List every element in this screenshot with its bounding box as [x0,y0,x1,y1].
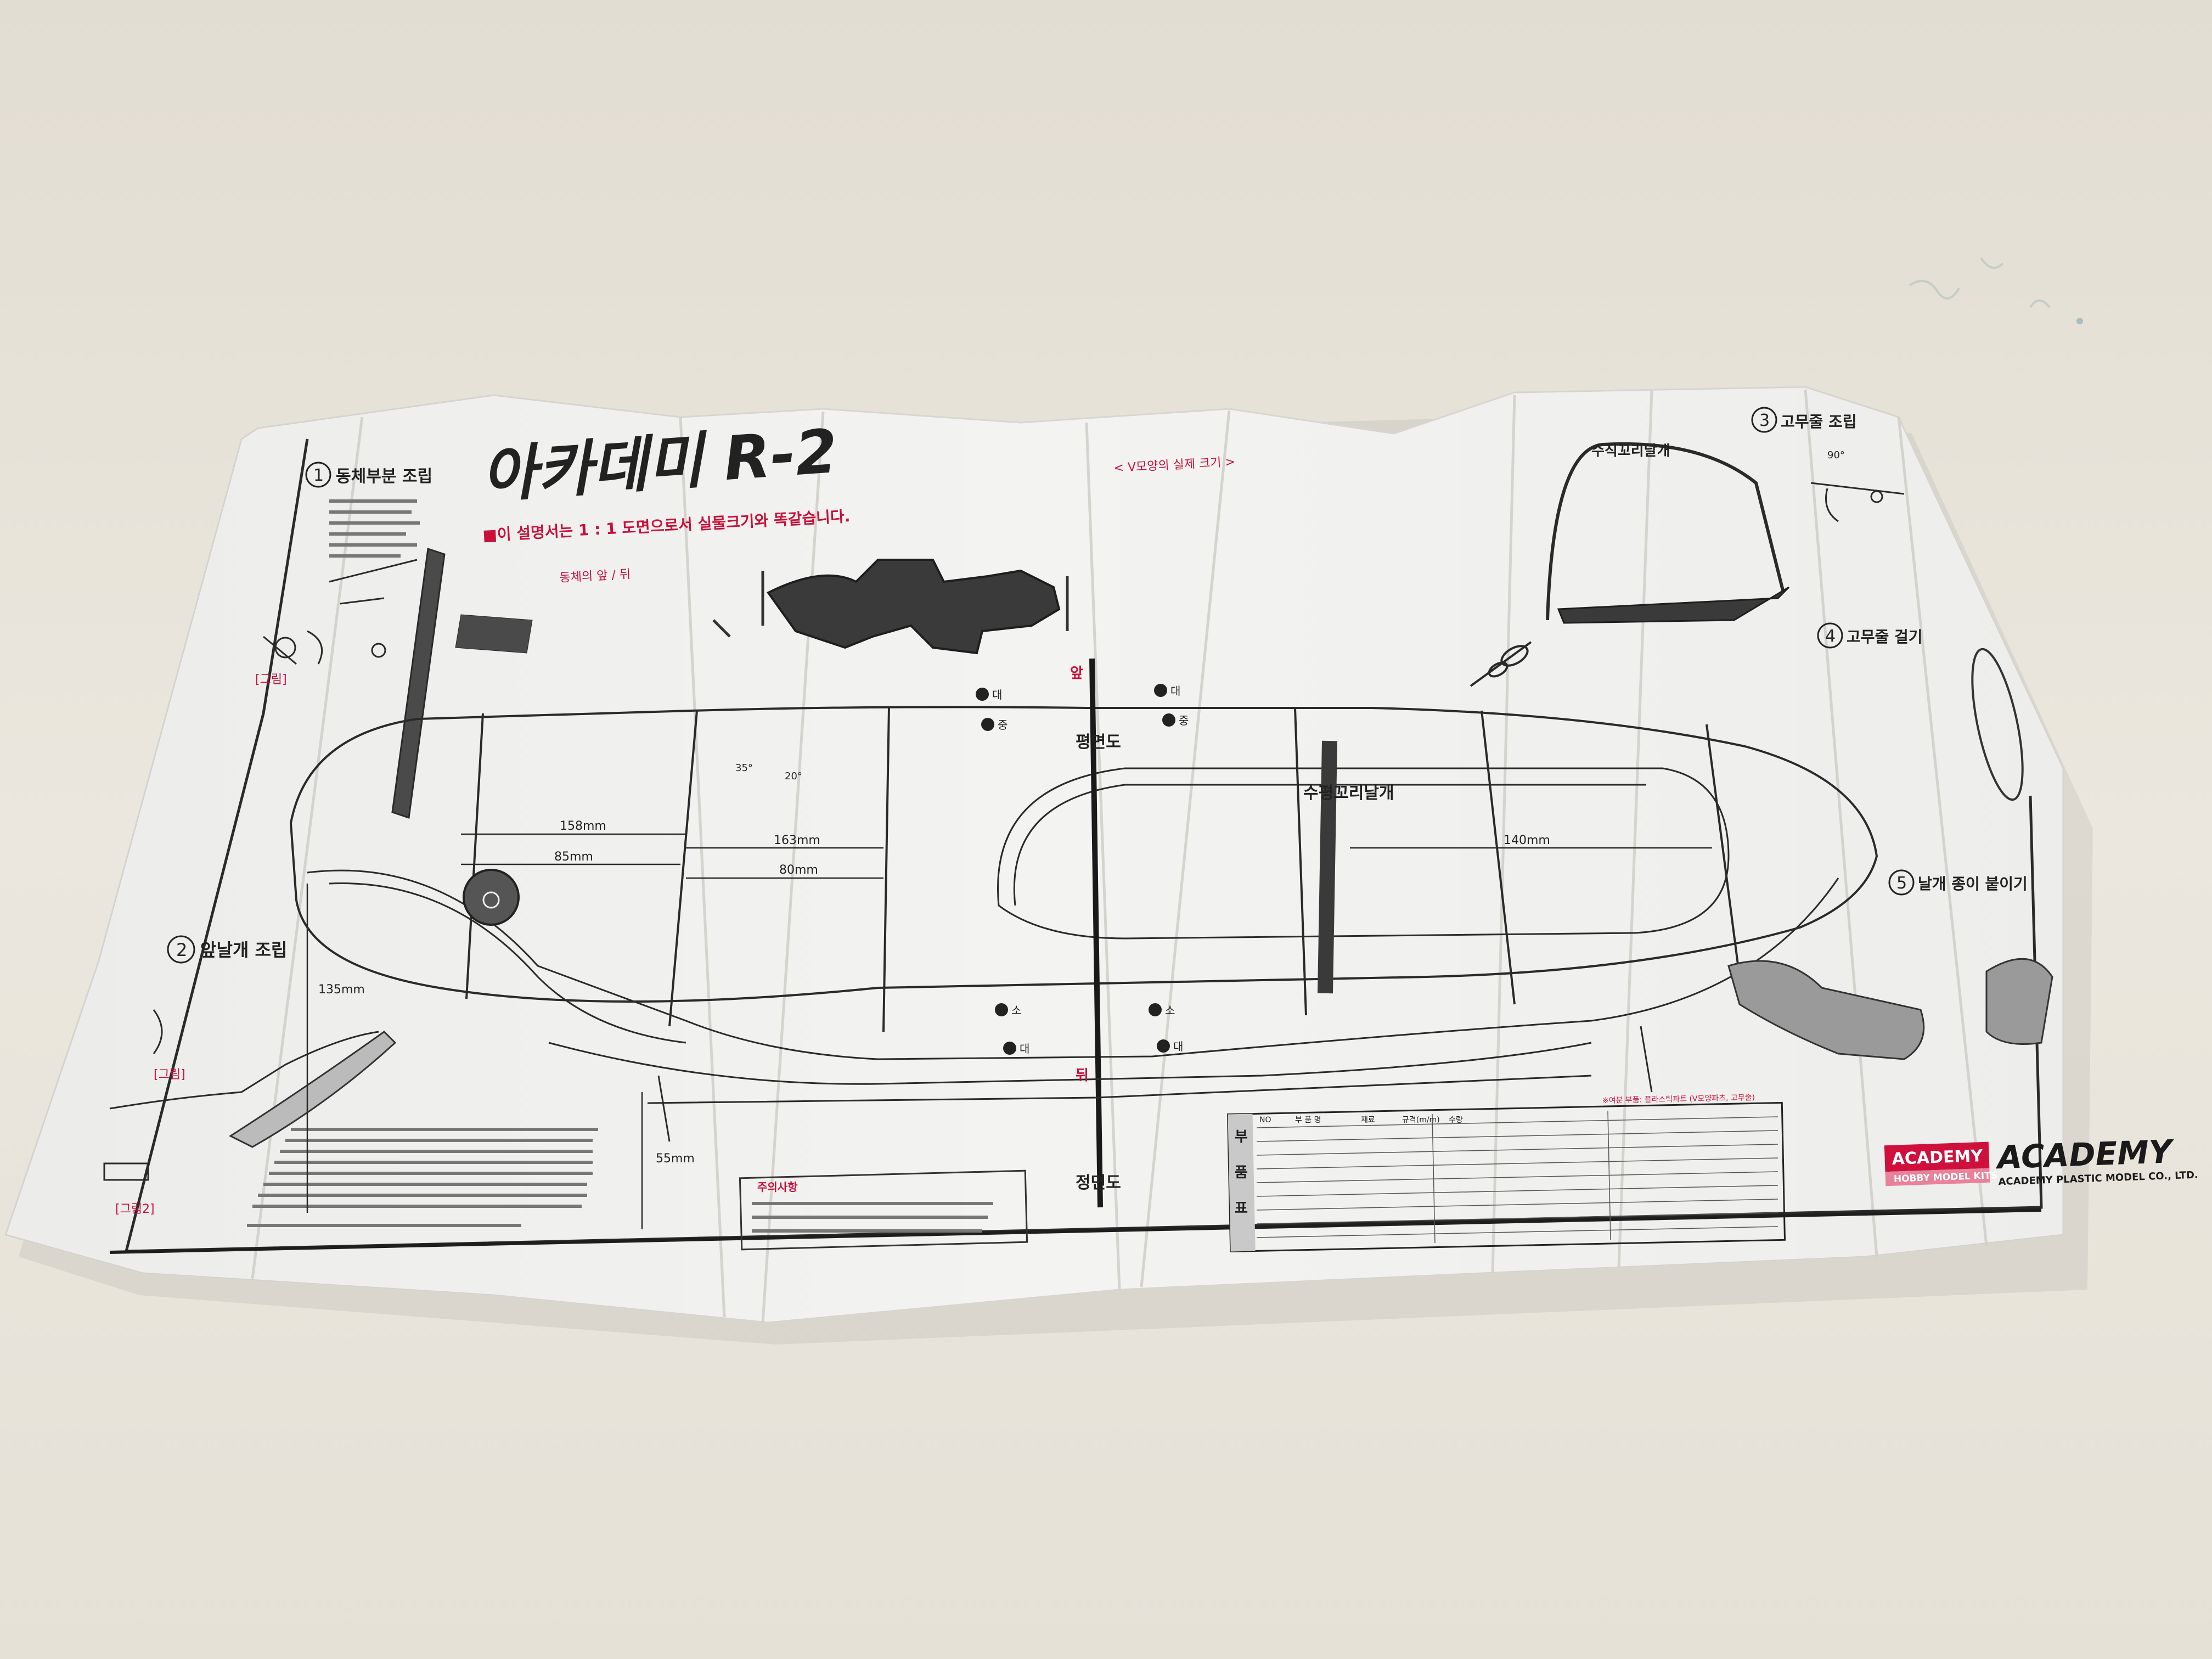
center-axis-line [1089,658,1103,1208]
caution-box: 주의사항 [739,1169,1028,1251]
size-mark-big-2: 대 [1170,684,1180,698]
step-5: 5 날개 종이 붙이기 [1727,869,2053,1060]
angle-35: 35° [735,762,753,774]
parts-table-side-2: 품 [1235,1165,1248,1181]
wing-paper-illustration-2 [1985,958,2053,1045]
brand-badge: ACADEMY HOBBY MODEL KITS [1884,1141,1997,1186]
step-1-number-badge [305,462,331,488]
step-5-title: 날개 종이 붙이기 [1918,875,2028,893]
dim-140: 140mm [1504,834,1550,847]
angle-20: 20° [785,771,802,782]
step-2-number: 2 [176,940,187,960]
step-1-number: 1 [313,466,324,485]
size-markers: 대 대 중 중 소 소 대 대 [976,684,1189,1055]
size-mark-small-1: 소 [1011,1004,1021,1017]
parts-header-material: 재료 [1361,1116,1375,1124]
step-1-title: 동체부분 조립 [336,467,432,486]
dim-55: 55mm [656,1152,695,1166]
dim-85: 85mm [554,850,593,864]
step-2-title: 앞날개 조립 [200,940,287,960]
size-mark-mid-1: 중 [998,718,1007,732]
step-1: 1 동체부분 조립 [그림] [255,462,432,687]
step-5-number-badge [1888,869,1915,896]
side-view-lines [548,1026,1653,1142]
step-2-text-block [247,1128,598,1227]
sheet-fold-shading [5,387,2063,1323]
step-2-number-badge [167,935,195,964]
step-5-number: 5 [1896,874,1907,893]
parts-header-no: NO [1259,1116,1271,1124]
brand-wordmark: ACADEMY ACADEMY PLASTIC MODEL CO., LTD. [1995,1133,2198,1188]
caution-title: 주의사항 [757,1180,798,1194]
parts-table-side-1: 부 [1235,1129,1248,1145]
label-horizontal-tail: 수평꼬리날개 [1303,784,1394,803]
label-front-view: 정면도 [1076,1173,1121,1193]
angle-90: 90° [1827,449,1845,461]
r2-emblem-part [767,559,1061,655]
rubber-band-loop [1971,648,2024,801]
step-1-figure-label: [그림] [255,673,287,687]
dim-163: 163mm [774,834,820,847]
parts-table-side-3: 표 [1235,1200,1248,1217]
step-2-figure-label-b: [그림2] [115,1202,155,1216]
label-front-mark: 앞 [1070,665,1083,682]
size-mark-mid-2: 중 [1179,714,1189,727]
sheet-bottom-rule [109,1208,2042,1254]
vertical-tail-part [1557,586,1790,624]
step-2-illustration [103,1009,379,1181]
fuselage-spine-part [391,548,446,819]
parts-header-spec: 규격(m/m) [1402,1116,1440,1124]
step-1-illustration [263,559,418,665]
emblem-stand-left [712,571,1069,638]
horizontal-tail-part [1317,740,1338,994]
size-mark-big-1: 대 [992,688,1002,701]
dim-80: 80mm [779,863,818,877]
step-4-number-badge [1817,622,1843,649]
parts-table-grid [1256,1111,1778,1244]
vertical-tail-frame [1546,442,1785,621]
step-4-title: 고무줄 걸기 [1847,628,1923,646]
step-3: 3 고무줄 조립 [1751,407,1905,522]
dimension-arrows [306,833,1712,1229]
parts-header-name: 부 품 명 [1295,1116,1321,1124]
label-rear-mark: 뒤 [1076,1067,1089,1084]
parts-table-header: NO 부 품 명 재료 규격(m/m) 수량 [1259,1116,1463,1124]
brand-badge-line1: ACADEMY [1892,1146,1984,1169]
step-4-number: 4 [1825,627,1836,646]
step-3-number: 3 [1759,411,1770,430]
wheel-part [463,869,520,926]
size-mark-small-2: 소 [1165,1004,1175,1017]
rubber-hook-part [1470,641,1532,687]
top-view-drawing [289,706,1878,1060]
size-mark-big-3: 대 [1020,1042,1029,1055]
step-3-illustration [1810,482,1905,522]
instruction-sheet: 아카데미 R-2 ■이 설명서는 1 : 1 도면으로서 실물크기와 똑같습니다… [4,386,2198,1345]
step-1-text-block [329,499,420,558]
fuselage-rear-tab [455,614,533,654]
size-mark-big-4: 대 [1173,1040,1183,1053]
step-4: 4 고무줄 걸기 [1817,622,2024,801]
parts-table: 부 품 표 NO 부 품 명 재료 규격(m/m) 수량 ※여분 부품: 플라스… [1226,1093,1786,1252]
step-3-title: 고무줄 조립 [1781,413,1857,431]
label-vertical-tail: 수직꼬리날개 [1591,443,1670,459]
step-2-figure-label: [그림] [154,1068,185,1082]
parts-table-note: ※여분 부품: 플라스틱파트 (V모양파츠, 고무줄) [1602,1093,1755,1105]
step-3-number-badge [1751,407,1777,433]
brand-wordmark-text: ACADEMY [1995,1133,2175,1176]
wing-paper-illustration-1 [1727,960,1925,1060]
desk-stains [1909,257,2083,324]
front-wing-illustration [228,1031,397,1148]
label-top-view: 평면도 [1076,733,1121,752]
dim-158: 158mm [560,819,606,833]
step-2: 2 앞날개 조립 [그림] [그림2] [103,935,598,1227]
parts-header-qty: 수량 [1449,1116,1463,1124]
wheel-hub [482,891,500,909]
dim-135: 135mm [318,983,365,997]
